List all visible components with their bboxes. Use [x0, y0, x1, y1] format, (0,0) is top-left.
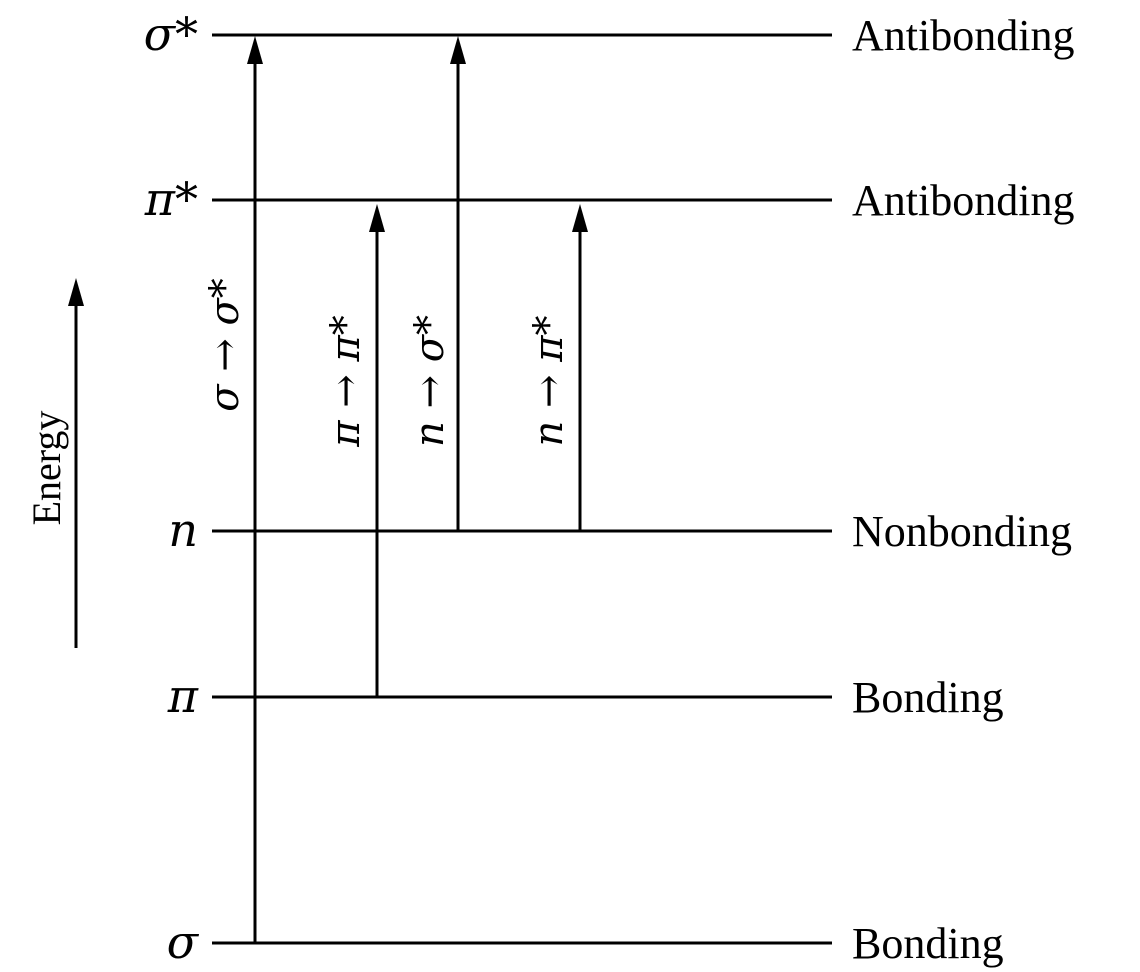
transition-sigma-to-sigma-star: σ → σ* — [202, 36, 263, 943]
energy-axis-label: Energy — [24, 411, 69, 526]
level-pi-star: π* Antibonding — [144, 172, 1075, 226]
transition-arrowhead-n-to-sigma-star — [450, 36, 466, 64]
level-symbol-sigma-star: σ* — [144, 7, 198, 61]
energy-axis-arrowhead — [68, 278, 84, 306]
level-description-sigma: Bonding — [852, 919, 1004, 968]
level-sigma-star: σ* Antibonding — [144, 7, 1075, 61]
level-symbol-pi-star: π* — [144, 172, 198, 226]
transition-arrowhead-pi-to-pi-star — [369, 204, 385, 232]
transition-n-to-pi-star: n → π* — [526, 204, 588, 531]
level-symbol-pi: π — [167, 669, 199, 723]
level-sigma: σ Bonding — [167, 915, 1004, 969]
transition-arrowhead-n-to-pi-star — [572, 204, 588, 232]
energy-axis: Energy — [24, 278, 84, 648]
level-symbol-n: n — [168, 503, 198, 557]
level-description-pi: Bonding — [852, 673, 1004, 722]
level-pi: π Bonding — [167, 669, 1004, 723]
transition-label-n-to-sigma-star: n → σ* — [407, 315, 453, 447]
transition-label-n-to-pi-star: n → π* — [526, 316, 572, 447]
level-n: n Nonbonding — [168, 503, 1072, 557]
transition-n-to-sigma-star: n → σ* — [407, 36, 466, 531]
transition-label-sigma-to-sigma-star: σ → σ* — [202, 278, 248, 412]
level-description-pi-star: Antibonding — [852, 176, 1074, 225]
transition-label-pi-to-pi-star: π → π* — [323, 315, 369, 448]
level-description-sigma-star: Antibonding — [852, 11, 1074, 60]
transition-pi-to-pi-star: π → π* — [323, 204, 385, 697]
transition-arrowhead-sigma-to-sigma-star — [247, 36, 263, 64]
level-description-n: Nonbonding — [852, 507, 1072, 556]
level-symbol-sigma: σ — [167, 915, 200, 969]
